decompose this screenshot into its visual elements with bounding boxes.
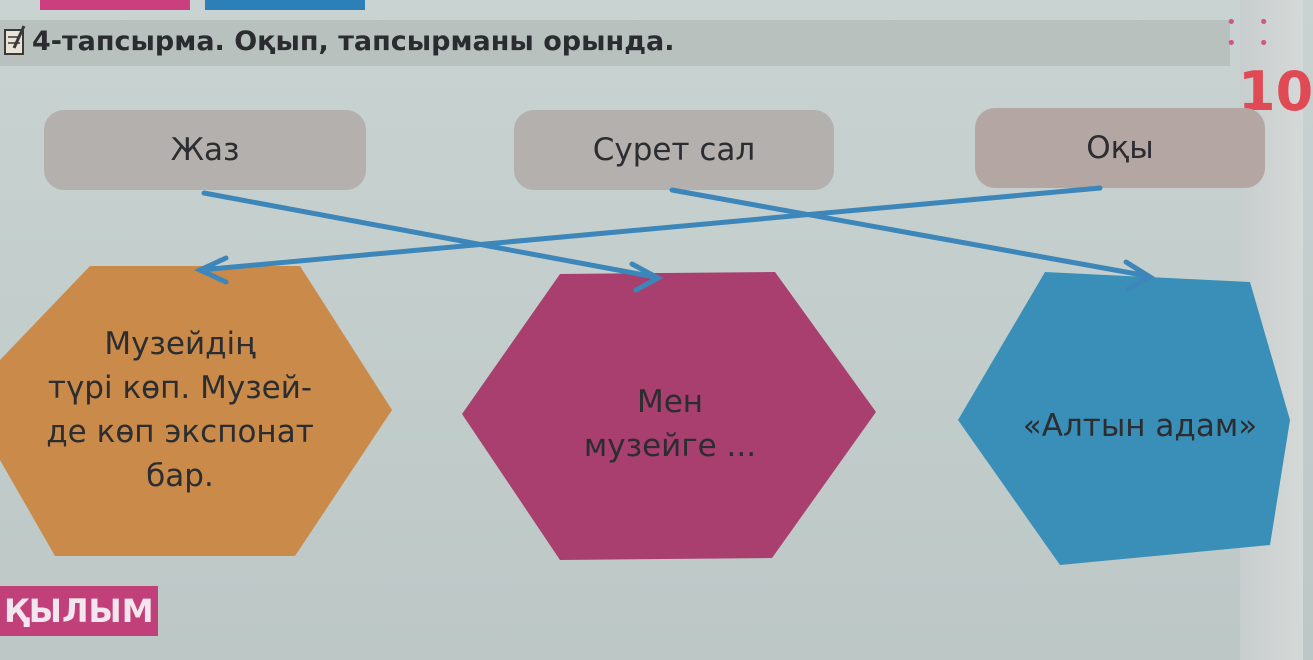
word-box-zhaz: Жаз: [44, 110, 366, 190]
arrowhead-museum: [194, 255, 229, 285]
word-box-oqy: Оқы: [975, 108, 1265, 188]
pencil-notebook-icon: [4, 25, 26, 55]
word-box-label: Оқы: [1086, 130, 1154, 166]
hex-line: «Алтын адам»: [1022, 408, 1258, 444]
hex-line: музейге ...: [583, 428, 757, 464]
task-header-band: [0, 20, 1230, 66]
hex-line: бар.: [146, 458, 214, 494]
hex-line: Музейдің: [104, 326, 256, 362]
word-box-label: Жаз: [170, 132, 240, 168]
hexagon-men-muzeige: [462, 272, 876, 560]
task-title: 4-тапсырма. Оқып, тапсырманы орында.: [32, 26, 675, 57]
hex-line: Мен: [636, 384, 704, 420]
decorative-dots: • • • •: [1226, 12, 1277, 54]
top-tab-blue: [205, 0, 365, 10]
hex-line: де көп экспонат: [46, 414, 314, 450]
top-tab-magenta: [40, 0, 190, 10]
hexagon-museum-text: Музейдің түрі көп. Музей- де көп экспона…: [0, 322, 360, 498]
hexagon-altyn-adam: [958, 272, 1290, 565]
hex-line: түрі көп. Музей-: [47, 370, 313, 406]
hexagon-altyn-adam-text: «Алтын адам»: [990, 404, 1290, 448]
word-box-label: Сурет сал: [592, 132, 756, 168]
line-oqy-to-museum: [197, 185, 1103, 273]
line-zhaz-to-men-muzeige: [201, 190, 658, 280]
arrowhead-altyn-adam: [1123, 259, 1155, 292]
hexagon-museum: [0, 266, 392, 556]
arrowhead-men-muzeige: [629, 261, 664, 293]
section-footer-label: ҚЫЛЫМ: [0, 586, 158, 636]
line-suret-sal-to-altyn-adam: [669, 187, 1151, 279]
word-box-suret-sal: Сурет сал: [514, 110, 834, 190]
hexagon-men-muzeige-text: Мен музейге ...: [520, 380, 820, 468]
